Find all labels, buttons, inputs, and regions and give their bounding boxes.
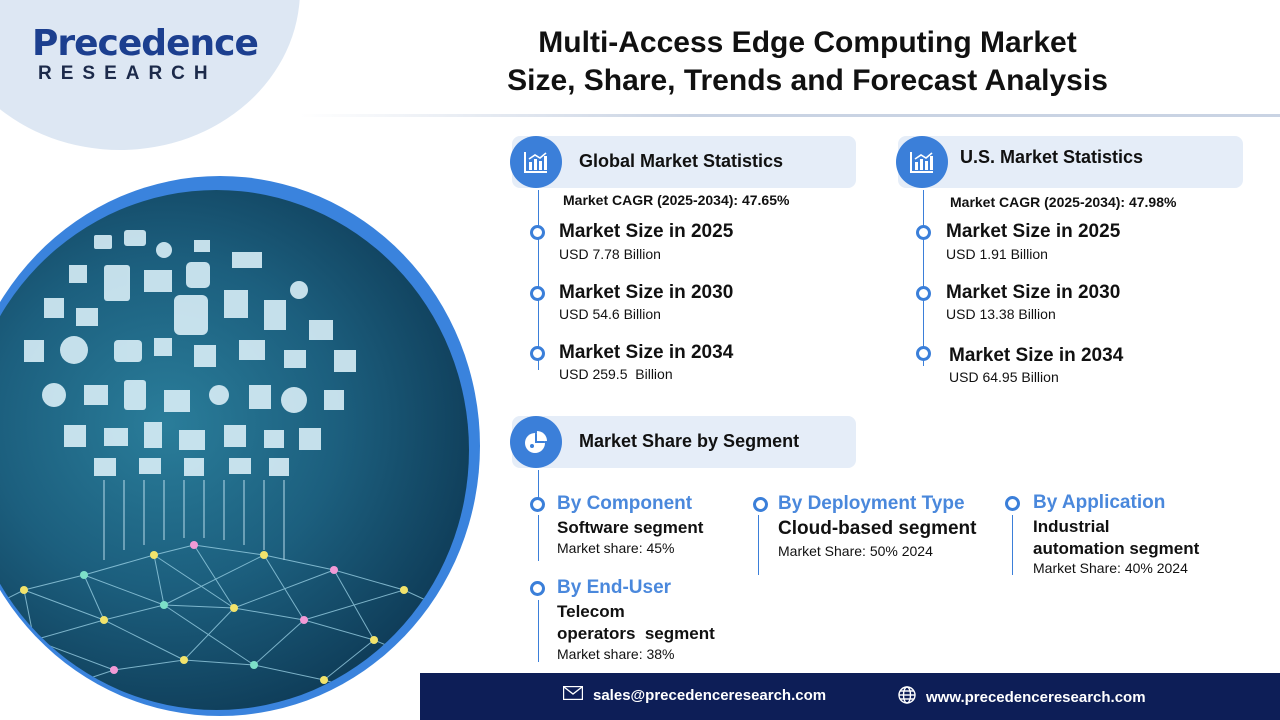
globe-icon [898, 686, 926, 708]
segment-timeline [538, 600, 539, 662]
footer-email-text[interactable]: sales@precedenceresearch.com [593, 686, 827, 704]
us-stat-label: Market Size in 2034 [949, 345, 1124, 366]
segment-header [512, 416, 856, 468]
us-stats-title: U.S. Market Statistics [960, 147, 1144, 167]
title-divider [300, 114, 1280, 117]
global-stat-label: Market Size in 2030 [559, 282, 734, 303]
bullet-icon [916, 346, 931, 361]
segment-application-share: Market Share: 40% 2024 [1033, 560, 1188, 576]
segment-enduser-name-1: Telecom [557, 602, 625, 621]
global-stat-value: USD 54.6 Billion [559, 306, 661, 322]
us-stat-value: USD 64.95 Billion [949, 369, 1059, 385]
us-stat-value: USD 13.38 Billion [946, 306, 1056, 322]
global-stats-title: Global Market Statistics [579, 151, 784, 171]
bullet-icon [753, 497, 768, 512]
logo-sub-text: RESEARCH [38, 63, 217, 84]
us-stat-label: Market Size in 2025 [946, 221, 1121, 242]
global-timeline [538, 190, 539, 370]
global-stat-value: USD 7.78 Billion [559, 246, 661, 262]
segment-component-share: Market share: 45% [557, 540, 675, 556]
global-cagr: Market CAGR (2025-2034): 47.65% [563, 192, 790, 208]
footer-website-text[interactable]: www.precedenceresearch.com [926, 688, 1146, 706]
bullet-icon [530, 286, 545, 301]
global-stats-header [512, 136, 856, 188]
segment-enduser-heading: By End-User [557, 577, 672, 598]
us-cagr: Market CAGR (2025-2034): 47.98% [950, 194, 1177, 210]
segment-application-name-2: automation segment [1033, 539, 1200, 558]
bullet-icon [530, 346, 545, 361]
segment-component-name: Software segment [557, 518, 704, 537]
segment-timeline [538, 470, 539, 500]
bullet-icon [530, 581, 545, 596]
segment-enduser-share: Market share: 38% [557, 646, 675, 662]
segment-timeline [1012, 515, 1013, 575]
segment-timeline [758, 515, 759, 575]
segment-deployment-name: Cloud-based segment [778, 518, 977, 539]
us-stat-value: USD 1.91 Billion [946, 246, 1048, 262]
us-stat-label: Market Size in 2030 [946, 282, 1121, 303]
global-stat-label: Market Size in 2034 [559, 342, 734, 363]
title-line-2: Size, Share, Trends and Forecast Analysi… [507, 64, 1108, 97]
bullet-icon [530, 497, 545, 512]
segment-component-heading: By Component [557, 493, 693, 514]
segment-deployment-heading: By Deployment Type [778, 493, 965, 514]
global-stat-label: Market Size in 2025 [559, 221, 734, 242]
segment-title: Market Share by Segment [579, 431, 800, 451]
us-timeline [923, 190, 924, 366]
segment-enduser-name-2: operators segment [557, 624, 715, 643]
iot-globe-illustration [0, 190, 469, 710]
segment-application-heading: By Application [1033, 492, 1166, 513]
footer-email[interactable]: sales@precedenceresearch.com [562, 685, 827, 704]
bar-chart-icon [510, 136, 562, 188]
footer-website[interactable]: www.precedenceresearch.com [898, 686, 1146, 708]
footer-bar: sales@precedenceresearch.com www.precede… [420, 673, 1280, 720]
segment-deployment-share: Market Share: 50% 2024 [778, 543, 933, 559]
bullet-icon [530, 225, 545, 240]
logo-main-text: Precedence [32, 23, 259, 64]
segment-timeline [538, 515, 539, 561]
page-title: Multi-Access Edge Computing Market Size,… [470, 24, 1145, 100]
logo: Precedence RESEARCH [32, 23, 259, 84]
envelope-icon [562, 685, 593, 704]
bullet-icon [1005, 496, 1020, 511]
segment-application-name-1: Industrial [1033, 517, 1110, 536]
us-stats-header [898, 136, 1243, 188]
title-line-1: Multi-Access Edge Computing Market [538, 26, 1077, 59]
bullet-icon [916, 286, 931, 301]
bar-chart-icon [896, 136, 948, 188]
global-stat-value: USD 259.5 Billion [559, 366, 673, 382]
pie-chart-icon [510, 416, 562, 468]
bullet-icon [916, 225, 931, 240]
